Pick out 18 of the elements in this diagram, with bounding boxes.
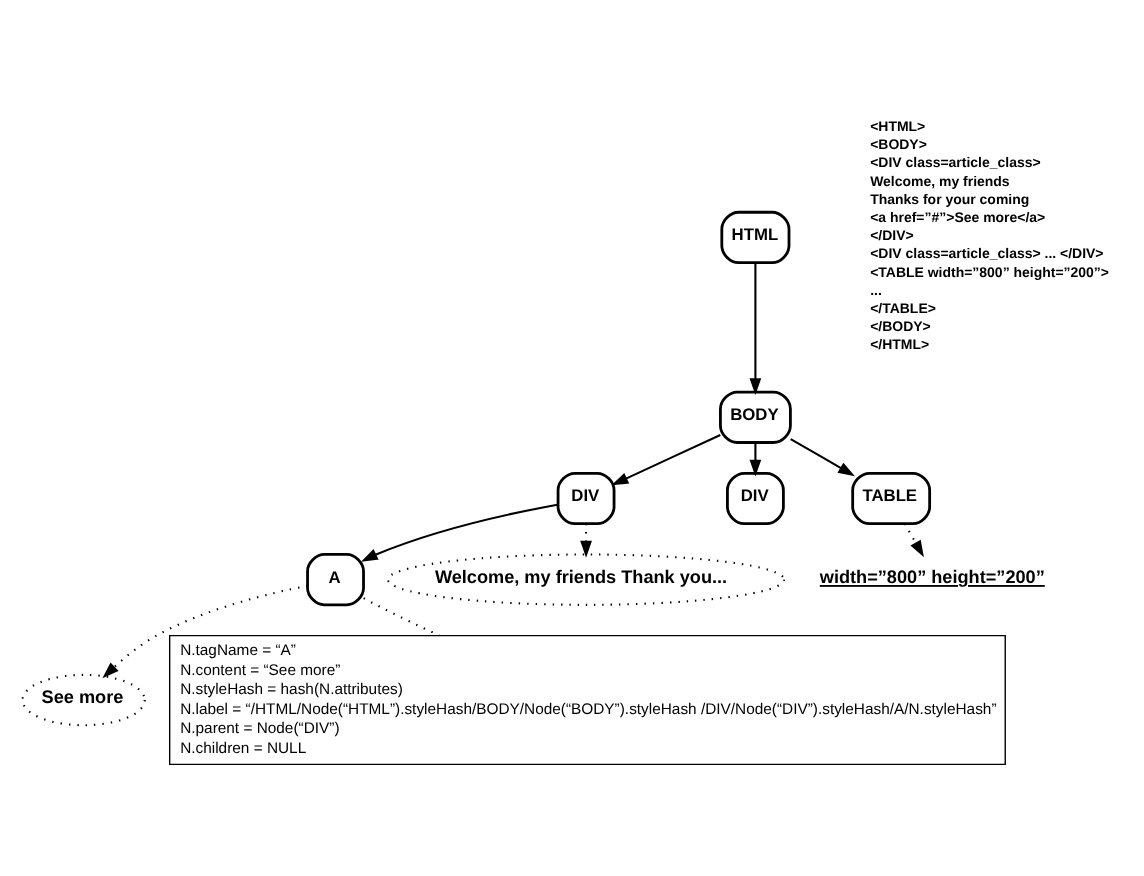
node-box: N.tagName = “A” N.content = “See more” N.styleHash = hash(N.attributes) N.label = “/HTML/Node(“HTML”).styleHash/BODY/Node(“BODY”).styleHash /DIV/Node(“DIV”).styleHash/A/N.styleHash” N.parent = Node(“DIV”) N.children = NULL bbox=[169, 633, 1006, 765]
arrow bbox=[611, 433, 721, 485]
arrow bbox=[102, 583, 308, 678]
arrow bbox=[361, 502, 558, 561]
node-box: A bbox=[306, 552, 365, 606]
node-box: DIV bbox=[726, 470, 785, 525]
arrow bbox=[749, 441, 762, 476]
arrow bbox=[790, 437, 855, 476]
arrow bbox=[903, 522, 924, 557]
connector bbox=[363, 596, 440, 636]
node-text: width=”800” height=”200” bbox=[819, 566, 1045, 587]
node-box: TABLE bbox=[851, 470, 932, 525]
node-box: HTML bbox=[720, 209, 791, 264]
node-box: BODY bbox=[719, 389, 792, 443]
node-box: DIV bbox=[556, 470, 616, 525]
node-ellipse: See more bbox=[21, 672, 146, 726]
node-ellipse: Welcome, my friends Thank you... bbox=[386, 552, 786, 605]
arrow bbox=[749, 261, 762, 395]
